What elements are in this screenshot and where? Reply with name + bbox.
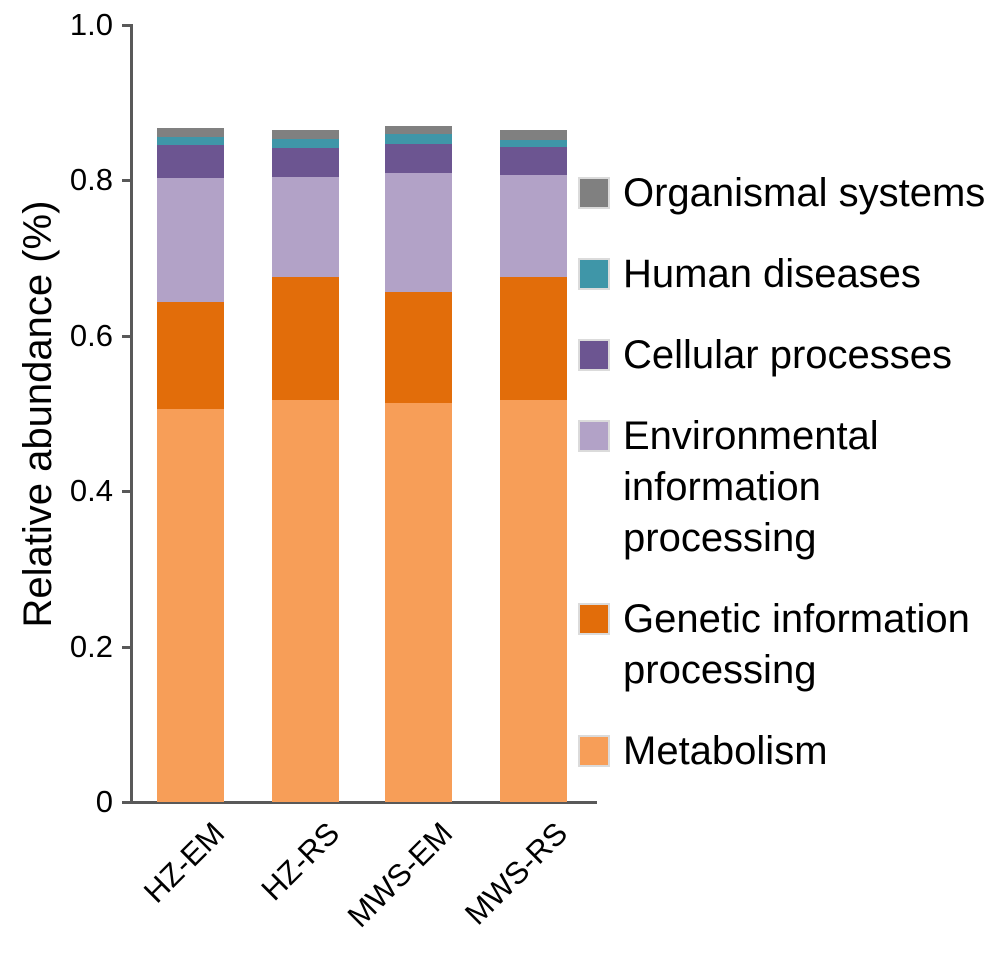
y-axis-title: Relative abundance (%) [16, 200, 60, 628]
bar-segment-HZ-EM-metabolism [157, 409, 224, 802]
legend-item-metabolism: Metabolism [580, 726, 995, 777]
y-tick-label: 1.0 [69, 7, 113, 42]
y-tick-mark [122, 646, 133, 649]
bar-segment-MWS-RS-organismal-systems [500, 130, 567, 140]
bar-segment-MWS-RS-cellular-processes [500, 147, 567, 175]
bar-segment-MWS-RS-environmental-information-processing [500, 175, 567, 277]
bar-segment-HZ-RS-genetic-information-processing [272, 277, 339, 400]
bar-segment-MWS-EM-genetic-information-processing [385, 292, 452, 403]
legend-item-human-diseases: Human diseases [580, 249, 995, 300]
y-tick-mark [122, 179, 133, 182]
bar-segment-MWS-EM-cellular-processes [385, 144, 452, 173]
bar-segment-MWS-RS-genetic-information-processing [500, 277, 567, 400]
legend-label: Human diseases [623, 252, 921, 296]
y-tick-label: 0 [95, 784, 113, 819]
bar-segment-MWS-EM-organismal-systems [385, 126, 452, 134]
bar-segment-HZ-RS-cellular-processes [272, 148, 339, 177]
bar-segment-HZ-EM-human-diseases [157, 137, 224, 145]
bar-segment-MWS-RS-metabolism [500, 400, 567, 802]
legend-item-organismal-systems: Organismal systems [580, 168, 995, 219]
legend-label: Metabolism [623, 729, 828, 773]
x-axis-line [127, 801, 597, 804]
legend-label: Cellular processes [623, 333, 953, 377]
y-axis-line [130, 24, 133, 804]
y-tick-label: 0.4 [69, 473, 113, 508]
bar-segment-HZ-EM-genetic-information-processing [157, 302, 224, 409]
y-tick-mark [122, 801, 133, 804]
bar-segment-MWS-EM-metabolism [385, 403, 452, 802]
legend-label: Organismal systems [623, 171, 986, 215]
legend-swatch [580, 605, 608, 633]
legend-swatch [580, 179, 608, 207]
legend-swatch [580, 737, 608, 765]
y-tick-label: 0.8 [69, 162, 113, 197]
y-tick-mark [122, 335, 133, 338]
bar-segment-MWS-EM-human-diseases [385, 134, 452, 144]
bar-segment-MWS-RS-human-diseases [500, 140, 567, 147]
bar-segment-HZ-RS-organismal-systems [272, 130, 339, 139]
bar-segment-HZ-RS-environmental-information-processing [272, 177, 339, 277]
bar-segment-HZ-RS-human-diseases [272, 139, 339, 148]
legend-item-cellular-processes: Cellular processes [580, 330, 995, 381]
legend-swatch [580, 341, 608, 369]
y-tick-label: 0.2 [69, 629, 113, 664]
y-tick-mark [122, 24, 133, 27]
bar-segment-HZ-RS-metabolism [272, 400, 339, 802]
y-tick-mark [122, 490, 133, 493]
legend-swatch [580, 260, 608, 288]
bar-segment-HZ-EM-environmental-information-processing [157, 178, 224, 302]
bar-segment-MWS-EM-environmental-information-processing [385, 173, 452, 292]
bar-segment-HZ-EM-cellular-processes [157, 145, 224, 178]
legend-swatch [580, 422, 608, 450]
y-tick-label: 0.6 [69, 318, 113, 353]
bar-segment-HZ-EM-organismal-systems [157, 128, 224, 137]
